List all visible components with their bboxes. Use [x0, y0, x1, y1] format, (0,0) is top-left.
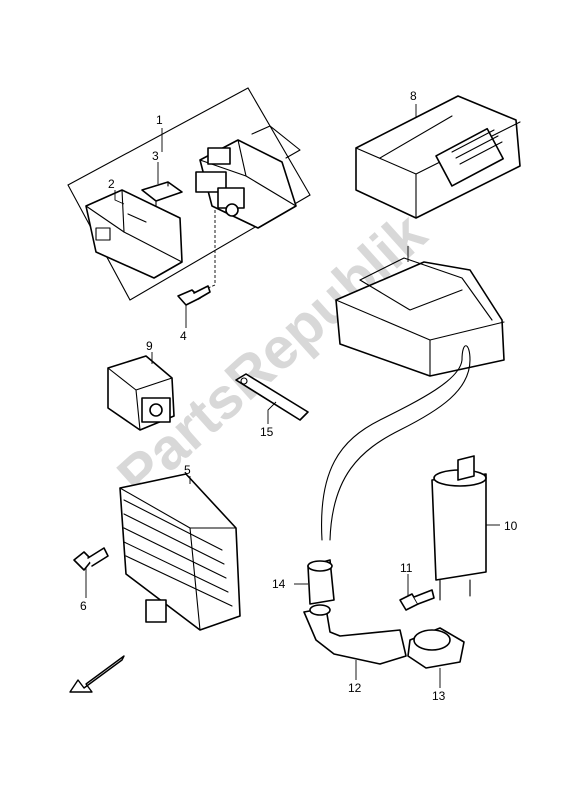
part-7-ecu-cover[interactable] — [335, 257, 505, 377]
part-14-boot[interactable] — [307, 559, 335, 605]
callout-1: 1 — [156, 113, 163, 127]
part-10-ignition-coil[interactable] — [320, 345, 487, 601]
callout-3: 3 — [152, 149, 159, 163]
callout-13: 13 — [432, 689, 446, 703]
leader-lines — [85, 104, 500, 688]
part-9-connector[interactable] — [107, 355, 175, 431]
part-1-relay[interactable] — [195, 125, 301, 229]
part-6-screw[interactable] — [73, 547, 109, 571]
part-4-bolt[interactable] — [177, 210, 216, 306]
callout-14: 14 — [272, 577, 286, 591]
part-2-cover[interactable] — [85, 189, 183, 279]
part-8-ecu[interactable] — [355, 95, 521, 219]
callout-2: 2 — [108, 177, 115, 191]
callout-5: 5 — [184, 463, 191, 477]
callout-9: 9 — [146, 339, 153, 353]
callouts: 1 2 3 4 5 6 8 9 10 11 12 13 14 15 — [80, 89, 518, 703]
part-5-regulator[interactable] — [119, 473, 241, 631]
part-3-fuse[interactable] — [141, 181, 183, 207]
callout-4: 4 — [180, 329, 187, 343]
callout-6: 6 — [80, 599, 87, 613]
part-1-relay-box-group[interactable] — [67, 87, 311, 301]
part-15-strap[interactable] — [235, 373, 309, 421]
part-13-cap[interactable] — [407, 627, 465, 669]
callout-15: 15 — [260, 425, 274, 439]
callout-8: 8 — [410, 89, 417, 103]
callout-12: 12 — [348, 681, 362, 695]
callout-11: 11 — [400, 561, 413, 575]
part-11-bolt[interactable] — [399, 589, 435, 611]
part-12-plug-cap[interactable] — [303, 604, 407, 665]
callout-10: 10 — [504, 519, 518, 533]
front-direction-arrow-icon — [69, 655, 125, 693]
